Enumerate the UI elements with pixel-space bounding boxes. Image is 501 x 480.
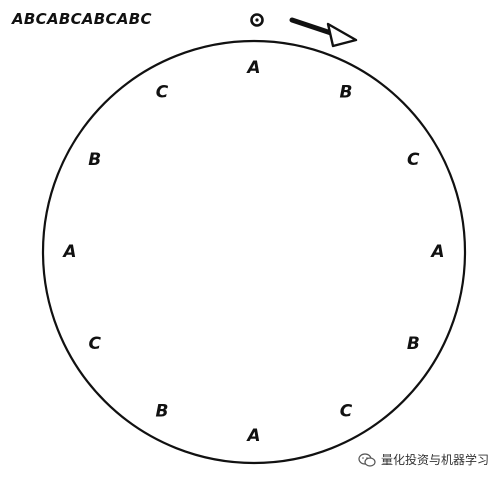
ring-letter: B bbox=[407, 334, 420, 354]
ring-letter: A bbox=[61, 242, 76, 262]
ring-letter: A bbox=[245, 58, 260, 78]
ring-letter: B bbox=[88, 150, 101, 170]
ring-letter: C bbox=[88, 334, 101, 354]
watermark: 量化投资与机器学习 bbox=[358, 451, 489, 468]
sequence-label: ABCABCABCABC bbox=[12, 10, 152, 28]
ring-letter: C bbox=[407, 150, 420, 170]
watermark-text: 量化投资与机器学习 bbox=[380, 453, 489, 467]
wechat-icon bbox=[358, 452, 376, 467]
clockwise-arrow-icon bbox=[289, 17, 358, 48]
ring-letter: C bbox=[156, 83, 169, 103]
start-marker-icon bbox=[250, 13, 264, 27]
ring-letter: A bbox=[245, 426, 260, 446]
ring-letter: A bbox=[429, 242, 444, 262]
ring-letter: C bbox=[340, 401, 353, 421]
ring-letter: B bbox=[340, 83, 353, 103]
sequence-circle bbox=[41, 39, 467, 465]
ring-letters: A B C A B C A B C A B C bbox=[61, 58, 444, 446]
ring-letter: B bbox=[156, 401, 169, 421]
